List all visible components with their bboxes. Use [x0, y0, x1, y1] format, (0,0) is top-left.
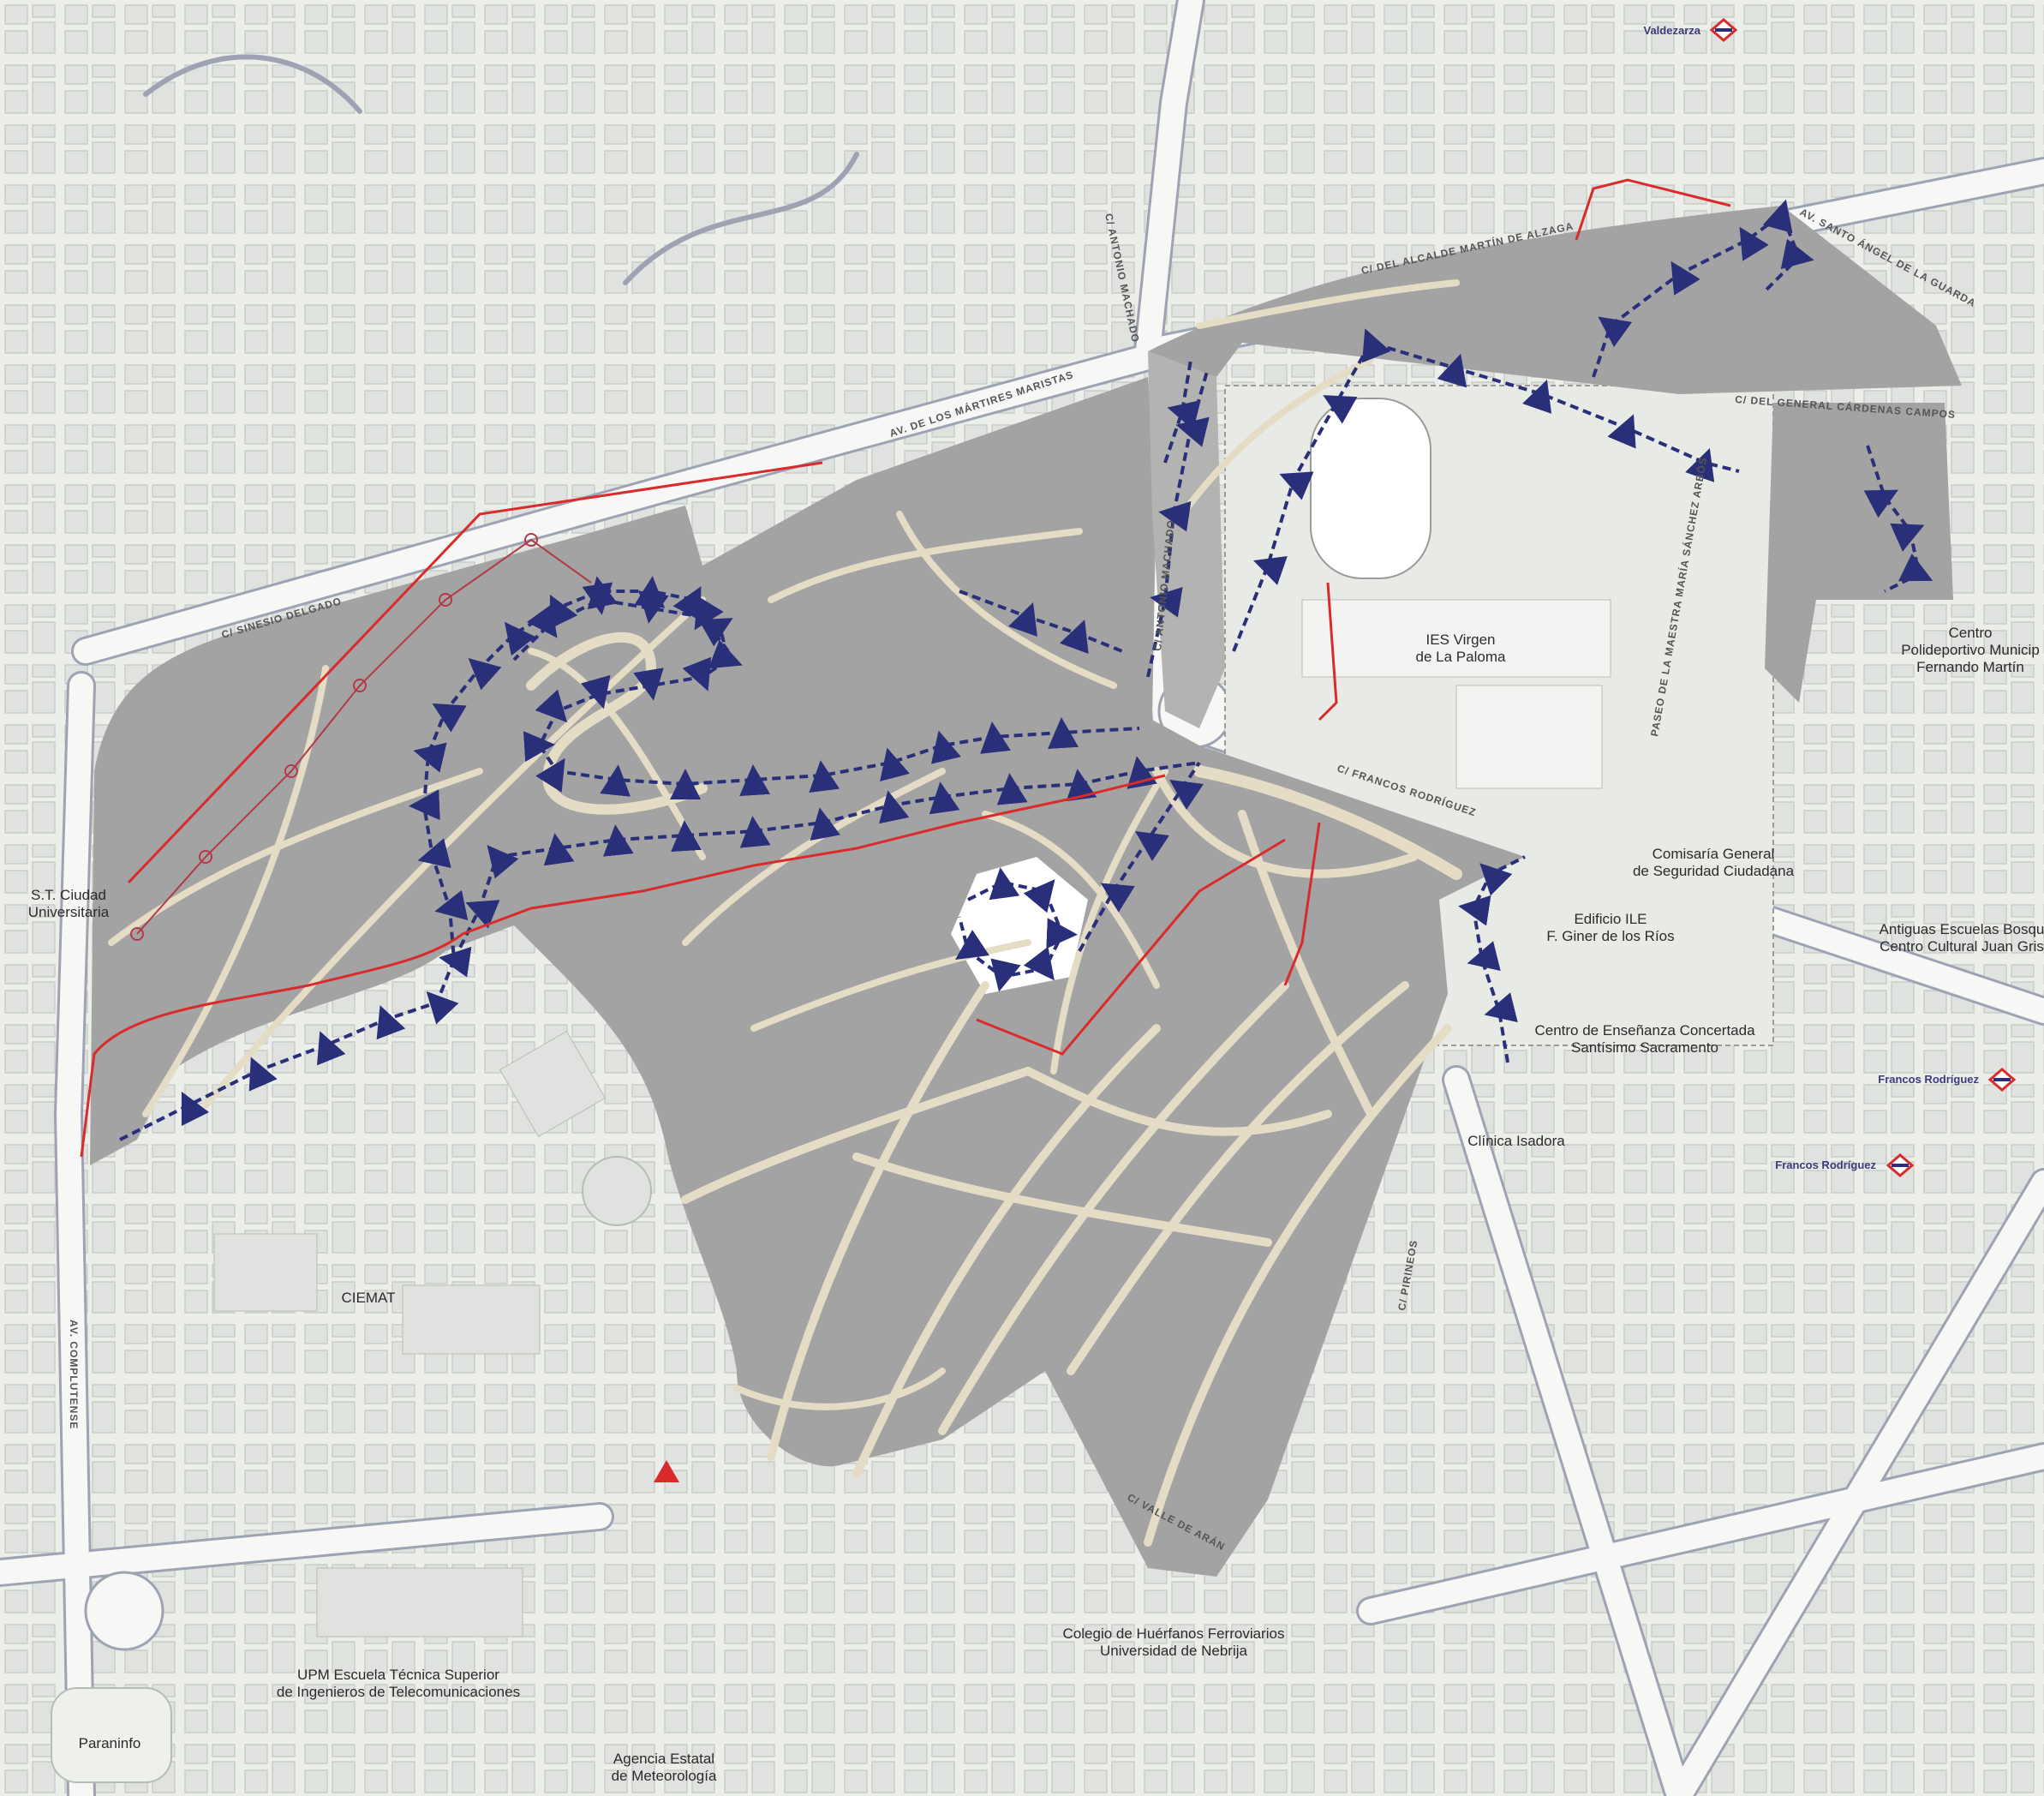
- metro-icon: [1709, 18, 1738, 42]
- metro-stations: Valdezarza Francos Rodríguez Francos Rod…: [1644, 18, 2017, 1177]
- route-ile: [1458, 855, 1526, 1063]
- metro-label-valdezarza: Valdezarza: [1644, 24, 1701, 37]
- metro-station-francos-2[interactable]: Francos Rodríguez: [1775, 1153, 1915, 1177]
- red-routes: [80, 178, 1731, 1158]
- route-diagonal: [1078, 761, 1204, 952]
- street-label-complutense: AV. COMPLUTENSE: [68, 1320, 80, 1429]
- label-clinica: Clínica Isadora: [1467, 1133, 1565, 1149]
- utility-line: [130, 533, 592, 941]
- route-big: [1232, 328, 1740, 652]
- metro-icon: [1886, 1153, 1915, 1177]
- metro-station-valdezarza[interactable]: Valdezarza: [1644, 18, 1738, 42]
- metro-label-francos-1: Francos Rodríguez: [1878, 1073, 1979, 1086]
- metro-icon: [1987, 1068, 2017, 1092]
- metro-label-francos-2: Francos Rodríguez: [1775, 1158, 1876, 1171]
- route-park-north: [1163, 359, 1201, 464]
- route-loop: [955, 867, 1078, 992]
- route-east-north: [1146, 368, 1210, 678]
- route-ridge: [959, 590, 1123, 655]
- label-paraninfo: Paraninfo: [79, 1735, 141, 1751]
- route-inner: [512, 582, 730, 662]
- route-east-cluster: [1863, 445, 1933, 593]
- blue-routes: [119, 199, 1933, 1141]
- route-north-east: [1592, 199, 1814, 378]
- red-triangle-icon[interactable]: [654, 1460, 679, 1482]
- label-ciemat: CIEMAT: [342, 1290, 396, 1306]
- route-lower: [452, 756, 1200, 961]
- metro-station-francos-1[interactable]: Francos Rodríguez: [1878, 1068, 2017, 1092]
